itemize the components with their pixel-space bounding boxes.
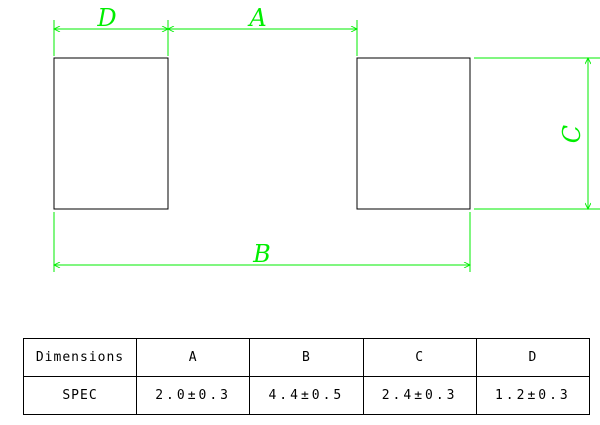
row-label-spec: SPEC <box>23 376 137 415</box>
header-cell-b: B <box>249 338 364 377</box>
footprint-dimension-drawing: D A C B <box>0 4 600 272</box>
header-cell-d: D <box>475 338 591 377</box>
dimension-spec-table: Dimensions A B C D SPEC 2.0±0.3 4.4±0.5 … <box>23 338 591 415</box>
right-pad <box>356 57 471 210</box>
dimension-label-a: A <box>247 4 266 32</box>
left-pad <box>53 57 169 210</box>
dimension-label-b: B <box>252 240 271 268</box>
header-cell-c: C <box>362 338 477 377</box>
dimension-label-d: D <box>96 4 116 32</box>
spec-value-a: 2.0±0.3 <box>135 376 251 415</box>
header-dimensions-cell: Dimensions <box>23 338 137 377</box>
spec-value-d: 1.2±0.3 <box>475 376 591 415</box>
table-header-row: Dimensions A B C D <box>23 338 591 377</box>
dimension-label-c: C <box>558 125 586 143</box>
spec-value-c: 2.4±0.3 <box>362 376 477 415</box>
header-cell-a: A <box>135 338 251 377</box>
table-row: SPEC 2.0±0.3 4.4±0.5 2.4±0.3 1.2±0.3 <box>23 376 591 415</box>
spec-value-b: 4.4±0.5 <box>249 376 364 415</box>
